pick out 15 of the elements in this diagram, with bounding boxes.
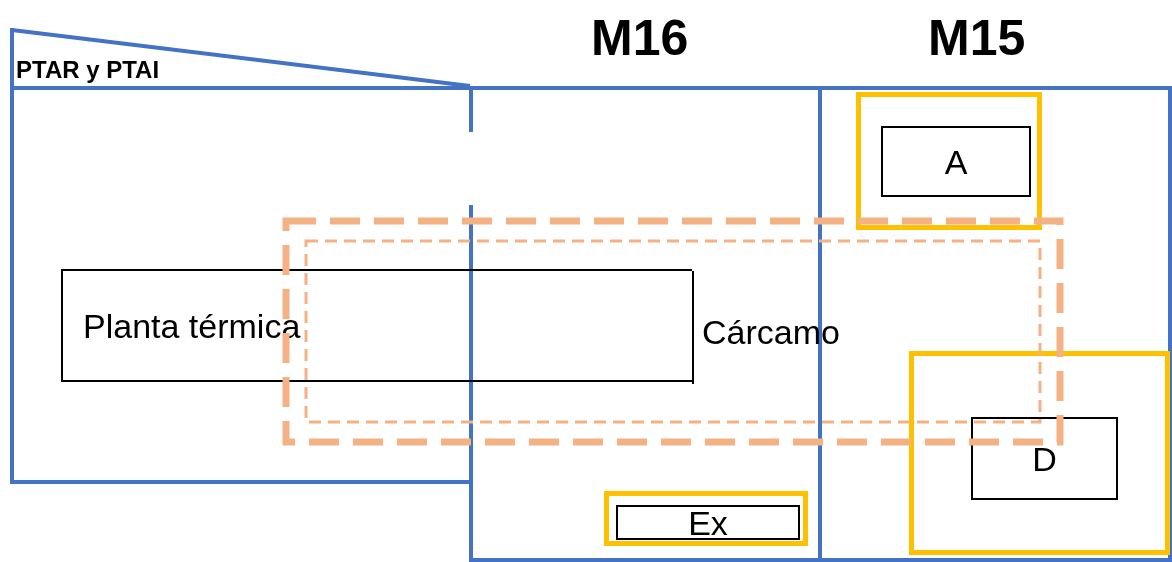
- building-box: [61, 269, 692, 382]
- equipment-box: [971, 417, 1118, 500]
- zone-area: [10, 28, 472, 484]
- equipment-box: [881, 126, 1031, 197]
- highlight-frame: [856, 92, 1042, 230]
- box-label: D: [1032, 441, 1057, 476]
- zone-heading: M16: [591, 13, 689, 63]
- zone-heading: M15: [928, 13, 1026, 63]
- box-label: A: [944, 144, 968, 179]
- box-label: Ex: [688, 505, 728, 540]
- box-label: Planta térmica: [83, 309, 301, 343]
- zone-label: PTAR y PTAI: [16, 58, 160, 82]
- highlight-frame: [604, 491, 808, 546]
- highlight-frame: [909, 351, 1170, 555]
- equipment-box: [616, 505, 800, 540]
